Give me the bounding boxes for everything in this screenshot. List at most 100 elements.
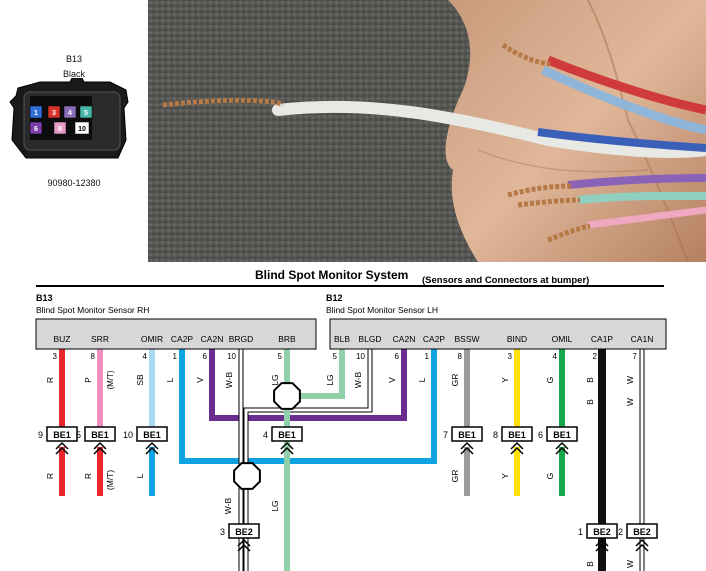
connector-pin xyxy=(47,105,61,119)
junction-rh-SRR-arrow-up xyxy=(93,441,107,450)
connector-pin-number: 1 xyxy=(34,110,38,117)
junction-rh-BRB-pin: 4 xyxy=(263,430,268,440)
wire-code-lh-CA1P: B xyxy=(585,377,595,383)
rh-sensor-box xyxy=(35,318,317,350)
junction-rh-BRB xyxy=(271,426,303,442)
low-wire-code-lh-BIND: Y xyxy=(500,473,510,479)
pin-label-rh-BRGD: BRGD xyxy=(229,334,254,344)
junction-rh-SRR-arrow-up2 xyxy=(93,446,107,455)
pin-number-lh-CA1P: 2 xyxy=(593,352,598,361)
diagram-title: Blind Spot Monitor System xyxy=(255,268,408,282)
connector-color: Black xyxy=(62,69,85,79)
connector-boxes xyxy=(35,318,667,552)
junction-lh-CA1N-arrow-up xyxy=(635,538,649,547)
pin-label-lh-BLGD: BLGD xyxy=(358,334,381,344)
junction-lh-CA1P-arrow-up2 xyxy=(595,543,609,552)
junction-bottom-wb-label: BE2 xyxy=(235,527,253,537)
wire-photo xyxy=(148,0,706,262)
low-wire-note-rh-SRR: (M/T) xyxy=(105,470,115,490)
splice-wb xyxy=(233,462,261,490)
pin-label-lh-OMIL: OMIL xyxy=(552,334,573,344)
pin-number-lh-BSSW: 8 xyxy=(458,352,463,361)
junction-rh-BUZ xyxy=(46,426,78,442)
rh-sensor-id: B13 xyxy=(36,293,53,303)
violet-wire xyxy=(567,174,706,189)
wire-ca2n-loop xyxy=(209,349,407,421)
pin-label-rh-BUZ: BUZ xyxy=(54,334,71,344)
junction-lh-CA1N-arrow-up2 xyxy=(635,543,649,552)
pin-number-lh-CA2P: 1 xyxy=(425,352,430,361)
lh-sensor-name: Blind Spot Monitor Sensor LH xyxy=(326,305,438,315)
wire-blb xyxy=(287,349,345,399)
pin-number-rh-BUZ: 3 xyxy=(53,352,58,361)
pin-label-rh-SRR: SRR xyxy=(91,334,109,344)
connector-pin xyxy=(29,121,43,135)
wiring-diagram: Blind Spot Monitor System (Sensors and C… xyxy=(35,268,667,571)
wire-code-lh-CA1N: W xyxy=(625,376,635,384)
junction-rh-BRB-arrow-up xyxy=(280,441,294,450)
blue-wire xyxy=(537,128,706,152)
connector-pin-number: 5 xyxy=(84,110,88,117)
junction-lh-BIND-label: BE1 xyxy=(508,430,526,440)
wire-code-rh-BRGD: W-B xyxy=(224,371,234,388)
junction-rh-BUZ-arrow-up xyxy=(55,441,69,450)
low-wire-code-rh-SRR: R xyxy=(83,473,93,479)
low-wire-code-lh-CA1P: B xyxy=(585,561,595,567)
junction-bottom-wb xyxy=(228,523,260,539)
connector-pin-number: 3 xyxy=(52,110,56,117)
junction-rh-BUZ-label: BE1 xyxy=(53,430,71,440)
wire-code-lh-BIND: Y xyxy=(500,377,510,383)
low-wire-code-rh-BRB: LG xyxy=(270,500,280,511)
junction-lh-OMIL-pin: 6 xyxy=(538,430,543,440)
junction-lh-BIND-pin: 8 xyxy=(493,430,498,440)
wire-code-lh-CA2N: V xyxy=(387,377,397,383)
junction-lh-CA1N-label: BE2 xyxy=(633,527,651,537)
junction-rh-OMIR-arrow-up2 xyxy=(145,446,159,455)
copper-strand xyxy=(162,97,284,108)
pin-number-lh-BLGD: 10 xyxy=(356,352,365,361)
wire-code-rh-OMIR: SB xyxy=(135,374,145,386)
junction-rh-OMIR-arrow-up xyxy=(145,441,159,450)
diagram-subtitle: (Sensors and Connectors at bumper) xyxy=(422,275,589,286)
connector-pin-number: 6 xyxy=(34,126,38,133)
connector-pin xyxy=(74,121,90,135)
pin-number-lh-OMIL: 4 xyxy=(553,352,558,361)
junction-lh-BSSW xyxy=(451,426,483,442)
mid-wire-code-lh-CA1N: W xyxy=(625,398,635,406)
junction-rh-BUZ-arrow-up2 xyxy=(55,446,69,455)
pin-number-lh-BLB: 5 xyxy=(333,352,338,361)
wire-code-lh-BLGD: W-B xyxy=(353,371,363,388)
low-wire-code-wb: W-B xyxy=(223,497,233,514)
pink-wire xyxy=(587,206,706,229)
junction-rh-OMIR-pin: 10 xyxy=(123,430,133,440)
lightblue-wire xyxy=(541,65,706,135)
junction-rh-OMIR-label: BE1 xyxy=(143,430,161,440)
pin-number-lh-CA2N: 6 xyxy=(395,352,400,361)
teal-wire xyxy=(577,191,706,204)
connector-part-number: 90980-12380 xyxy=(47,178,101,188)
connector-pin xyxy=(53,121,67,135)
pin-label-lh-CA2N: CA2N xyxy=(393,334,416,344)
wire-code-lh-CA2P: L xyxy=(417,377,427,382)
wire-code-lh-BSSW: GR xyxy=(450,374,460,387)
connector-pin-number: 4 xyxy=(68,110,72,117)
junction-rh-BRB-arrow-up2 xyxy=(280,446,294,455)
junction-lh-CA1P-pin: 1 xyxy=(578,527,583,537)
connector-pin xyxy=(79,105,93,119)
wire-labels: BUZ3RSRR8P(M/T)OMIR4SBCA2P1LCA2N6VBRGD10… xyxy=(38,334,653,568)
pin-label-lh-BSSW: BSSW xyxy=(454,334,479,344)
junction-lh-BSSW-label: BE1 xyxy=(458,430,476,440)
low-wire-code-lh-OMIL: G xyxy=(545,473,555,480)
splice-lg xyxy=(273,382,301,410)
wire-code-rh-CA2N: V xyxy=(195,377,205,383)
wire-code-lh-BLB: LG xyxy=(325,374,335,385)
junction-rh-BRB-label: BE1 xyxy=(278,430,296,440)
pin-number-lh-BIND: 3 xyxy=(508,352,513,361)
connector-pin-number: 8 xyxy=(58,126,62,133)
junction-bottom-wb-arrow-up xyxy=(237,538,251,547)
junction-rh-BUZ-pin: 9 xyxy=(38,430,43,440)
junction-lh-BIND-arrow-up xyxy=(510,441,524,450)
wire-ca2p-loop xyxy=(179,349,437,464)
pin-number-rh-BRB: 5 xyxy=(278,352,283,361)
